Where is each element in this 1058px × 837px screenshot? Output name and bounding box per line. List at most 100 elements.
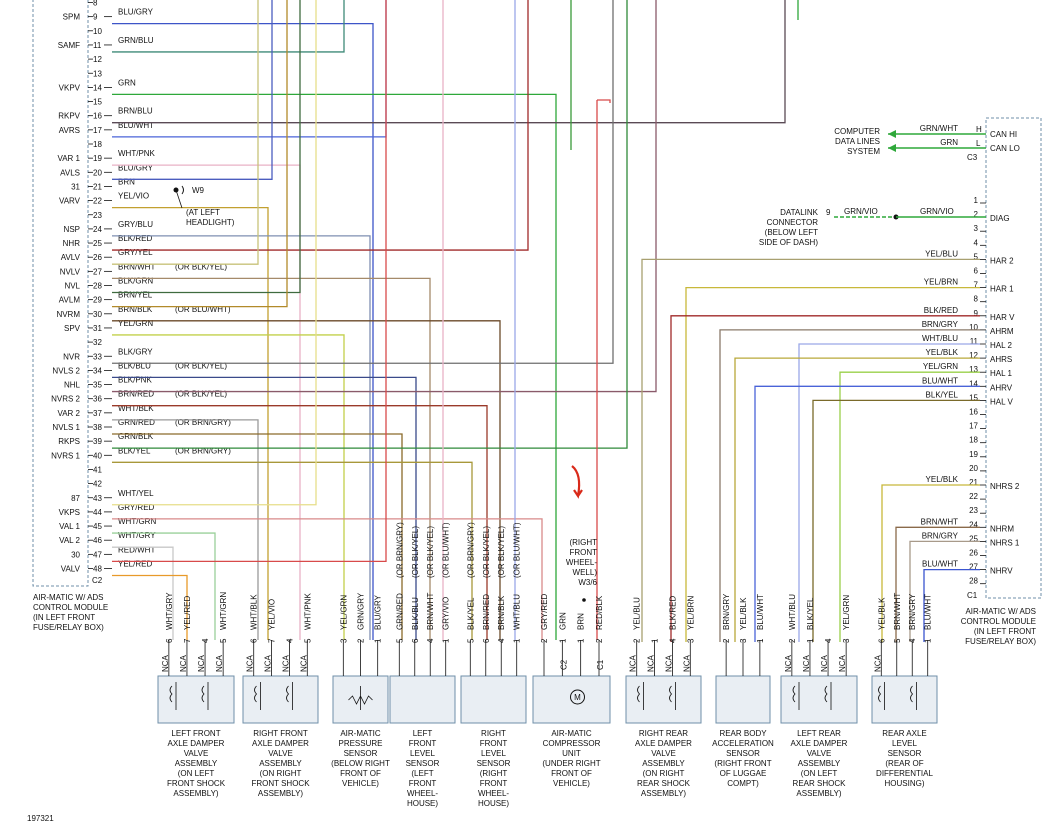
left-wire-alt-label: (OR BLK/YEL) [175, 262, 227, 271]
left-pin-number: 20 [93, 168, 102, 177]
datalink-label-line: CONNECTOR [767, 218, 819, 227]
component-wire-alt: (OR BLK/YEL) [411, 526, 420, 578]
right-pin-number: 7 [974, 281, 979, 290]
left-pin-number: 12 [93, 55, 102, 64]
component-box [460, 675, 527, 724]
left-pin-label: NVL [64, 282, 80, 291]
left-pin-label: VAL 2 [59, 536, 80, 545]
left-module-label-line: CONTROL MODULE [33, 603, 108, 612]
component-label-line: HOUSE) [478, 799, 509, 808]
component-label-line: COMPT) [727, 779, 759, 788]
left-pin-label: VKPV [59, 83, 81, 92]
component-label-line: FRONT [480, 779, 508, 788]
component-pin-number: 4 [201, 638, 210, 643]
component-label-line: FRONT OF [551, 769, 592, 778]
component-wire-alt: (OR BLU/WHT) [513, 522, 522, 578]
ground-w9: W9 (AT LEFT HEADLIGHT) [173, 185, 235, 227]
component-rf-damper: 6WHT/BLKNCA7YEL/VIONCA4NCA5WHT/PNKNCARIG… [242, 592, 319, 798]
component-label-line: ASSEMBLY [642, 759, 685, 768]
left-pin-number: 47 [93, 550, 102, 559]
left-wire-color-label: WHT/BLK [118, 404, 154, 413]
component-label-line: (RIGHT FRONT [714, 759, 771, 768]
component-box [242, 675, 319, 724]
left-wire-alt-label: (OR BRN/GRY) [175, 418, 231, 427]
left-module-wires: BLU/GRYGRN/BLUGRNBRN/BLUBLU/WHTWHT/PNKBL… [104, 0, 799, 640]
component-pin-number: 1 [651, 638, 660, 643]
right-pin-number: 20 [969, 464, 978, 473]
component-rr-damper: 2YEL/BLUNCA1NCA4BLK/REDNCA3YEL/BRNNCARIG… [625, 596, 702, 798]
wire-trace [112, 419, 259, 640]
left-pin-label: NVLS 2 [52, 366, 80, 375]
component-box [871, 675, 938, 724]
component-label-line: LEVEL [410, 749, 435, 758]
left-pin-number: 24 [93, 225, 102, 234]
component-label-line: LEVEL [481, 749, 506, 758]
nca-label: NCA [802, 654, 811, 672]
component-box [715, 675, 771, 724]
left-pin-number: 35 [93, 381, 102, 390]
component-label-line: AXLE DAMPER [252, 739, 309, 748]
left-wire-color-label: WHT/GRY [118, 531, 156, 540]
component-label-line: ASSEMBLY) [796, 789, 842, 798]
component-pin-number: 6 [165, 638, 174, 643]
component-label-line: LEFT REAR [797, 729, 841, 738]
left-pin-label: NVRS 1 [51, 451, 80, 460]
left-wire-color-label: BLK/GRN [118, 277, 153, 286]
component-label-line: FRONT [409, 779, 437, 788]
component-label-line: (BELOW RIGHT [331, 759, 390, 768]
component-wire-label: BLK/BLU [411, 597, 420, 630]
left-wire-color-label: GRY/RED [118, 503, 155, 512]
nca-label: NCA [784, 654, 793, 672]
left-pin-number: 39 [93, 437, 102, 446]
left-pin-label: NVR [63, 352, 80, 361]
component-label-line: FRONT SHOCK [251, 779, 310, 788]
right-module-label-line: FUSE/RELAY BOX) [965, 637, 1036, 646]
component-label-line: (ON LEFT [178, 769, 215, 778]
left-pin-label: 31 [71, 182, 80, 191]
wire-trace [112, 532, 216, 640]
left-module-pins: 89SPM1011SAMF121314VKPV1516RKPV17AVRS181… [51, 0, 102, 574]
component-label-line: VALVE [807, 749, 832, 758]
left-module-box [32, 0, 89, 587]
left-pin-label: SPV [64, 324, 81, 333]
left-pin-number: 43 [93, 494, 102, 503]
component-pin-number: 4 [497, 638, 506, 643]
nca-label: NCA [682, 654, 691, 672]
component-wire-label: BLU/WHT [756, 594, 765, 630]
component-label-line: FRONT OF [340, 769, 381, 778]
right-pin-label: DIAG [990, 214, 1010, 223]
component-label-line: (ON LEFT [801, 769, 838, 778]
left-pin-number: 10 [93, 27, 102, 36]
left-pin-number: 28 [93, 282, 102, 291]
component-wire-label: BLU/WHT [924, 594, 933, 630]
component-label-line: SENSOR [344, 749, 378, 758]
nca-label: NCA [264, 654, 273, 672]
left-pin-label: NVLS 1 [52, 423, 80, 432]
wire-trace [909, 540, 980, 642]
wire-trace [112, 433, 403, 640]
component-label-line: WHEEL- [478, 789, 509, 798]
left-pin-label: 87 [71, 494, 80, 503]
left-pin-number: 8 [93, 0, 98, 8]
component-label-line: LEFT [413, 729, 433, 738]
component-lf-damper: 6WHT/GRYNCA7YEL/REDNCA4NCA5WHT/GRNNCALEF… [157, 592, 235, 798]
right-wire-color-label: YEL/BRN [924, 278, 958, 287]
nca-label: NCA [647, 654, 656, 672]
left-wire-color-label: GRN/RED [118, 418, 155, 427]
component-label-line: PRESSURE [338, 739, 382, 748]
wire-trace [112, 0, 628, 449]
nca-label: NCA [664, 654, 673, 672]
component-pin-number: 3 [842, 638, 851, 643]
component-label-line: FRONT SHOCK [167, 779, 226, 788]
right-pin-label: AHRM [990, 327, 1014, 336]
right-pin-number: 18 [969, 436, 978, 445]
right-wire-color-label: YEL/BLK [926, 348, 959, 357]
left-wire-color-label: GRN/BLK [118, 432, 154, 441]
component-label-line: (RIGHT [480, 769, 508, 778]
left-wire-color-label: BRN/BLK [118, 305, 153, 314]
compressor-note-line: (RIGHT [569, 538, 597, 547]
wire-trace [112, 0, 614, 364]
component-wire-label: WHT/PNK [303, 592, 312, 630]
